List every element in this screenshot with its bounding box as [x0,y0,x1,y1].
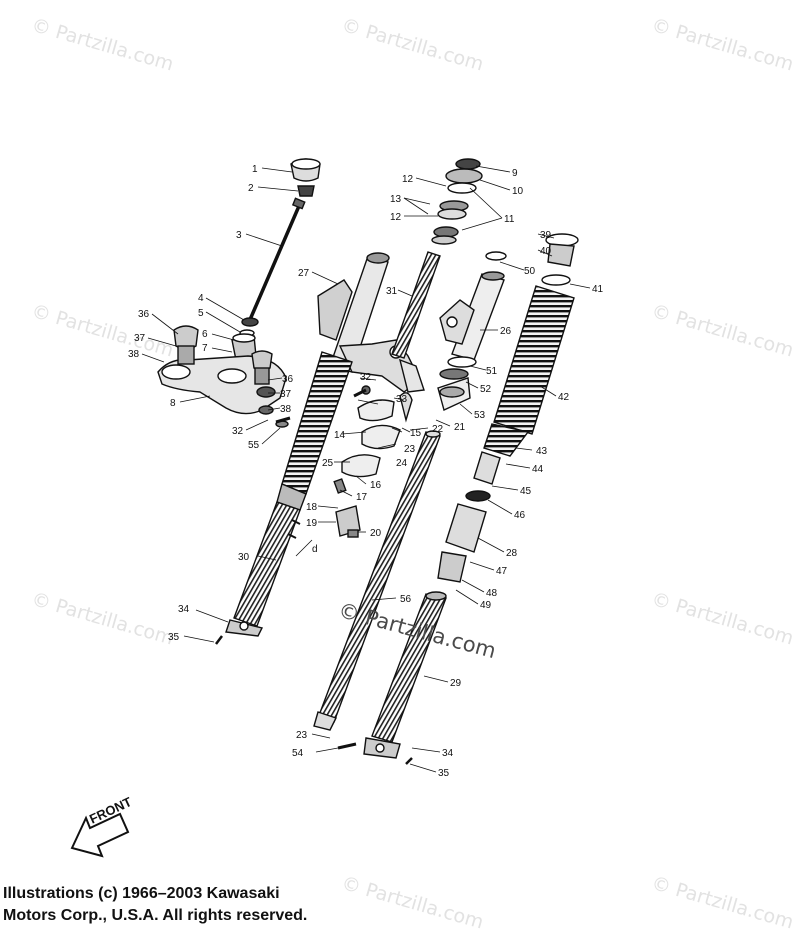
callout-12-top: 12 [402,174,414,185]
callout-13: 13 [390,194,402,205]
callout-36-left: 36 [138,309,150,320]
left-fork-top-parts [231,158,321,361]
callout-42: 42 [558,392,570,403]
callout-1: 1 [252,164,258,175]
callout-37-left: 37 [134,333,146,344]
callout-35-left: 35 [168,632,180,643]
callout-40: 40 [540,246,552,257]
callout-38-left: 38 [128,349,140,360]
callout-11: 11 [504,214,515,225]
callout-56: 56 [400,594,412,605]
callout-38-right: 38 [280,404,292,415]
callout-23-bottom: 23 [296,730,308,741]
callout-17: 17 [356,492,368,503]
callout-53: 53 [474,410,486,421]
callout-31: 31 [386,286,398,297]
callout-47: 47 [496,566,508,577]
steering-stem-parts [333,158,483,538]
callout-10: 10 [512,186,524,197]
callout-8: 8 [170,398,176,409]
callout-50: 50 [524,266,536,277]
callout-51: 51 [486,366,498,377]
callout-18: 18 [306,502,318,513]
callout-52: 52 [480,384,492,395]
callout-28: 28 [506,548,518,559]
callout-15: 15 [410,428,422,439]
leader-lines [141,165,591,773]
callout-19: 19 [306,518,318,529]
copyright-line-2: Motors Corp., U.S.A. All rights reserved… [3,907,308,924]
callout-44: 44 [532,464,544,475]
callout-46: 46 [514,510,526,521]
callout-25: 25 [322,458,334,469]
front-arrow [70,812,130,858]
callout-55: 55 [248,440,260,451]
callout-36-right: 36 [282,374,294,385]
callout-labels: 1 2 3 4 5 6 7 8 36 37 38 36 37 38 32 55 … [128,164,604,779]
right-fork-parts [337,233,579,765]
callout-20: 20 [370,528,382,539]
callout-2: 2 [248,183,254,194]
callout-34-right: 34 [442,748,454,759]
callout-27: 27 [298,268,310,279]
callout-34-left: 34 [178,604,190,615]
inner-tube [313,430,441,731]
copyright-line-1: Illustrations (c) 1966–2003 Kawasaki [3,885,280,902]
callout-32-center: 32 [360,372,372,383]
callout-16: 16 [370,480,382,491]
callout-43: 43 [536,446,548,457]
callout-29: 29 [450,678,462,689]
callout-54: 54 [292,748,304,759]
copyright-notice: Illustrations (c) 1966–2003 Kawasaki Mot… [3,883,307,927]
left-fork-leg [215,252,421,645]
callout-49: 49 [480,600,492,611]
callout-4: 4 [198,293,204,304]
callout-21: 21 [454,422,466,433]
callout-45: 45 [520,486,532,497]
callout-39: 39 [540,230,552,241]
callout-9: 9 [512,168,518,179]
callout-30: 30 [238,552,250,563]
callout-26: 26 [500,326,512,337]
callout-37-right: 37 [280,389,292,400]
callout-6: 6 [202,329,208,340]
callout-12-bottom: 12 [390,212,402,223]
callout-23-top: 23 [404,444,416,455]
callout-24: 24 [396,458,408,469]
callout-41: 41 [592,284,604,295]
callout-7: 7 [202,343,208,354]
callout-d: d [312,544,318,555]
lower-bracket [157,325,291,428]
callout-33: 33 [396,394,408,405]
callout-35-right: 35 [438,768,450,779]
callout-5: 5 [198,308,204,319]
callout-3: 3 [236,230,242,241]
callout-32-left: 32 [232,426,244,437]
callout-22: 22 [432,424,444,435]
callout-48: 48 [486,588,498,599]
callout-14: 14 [334,430,346,441]
